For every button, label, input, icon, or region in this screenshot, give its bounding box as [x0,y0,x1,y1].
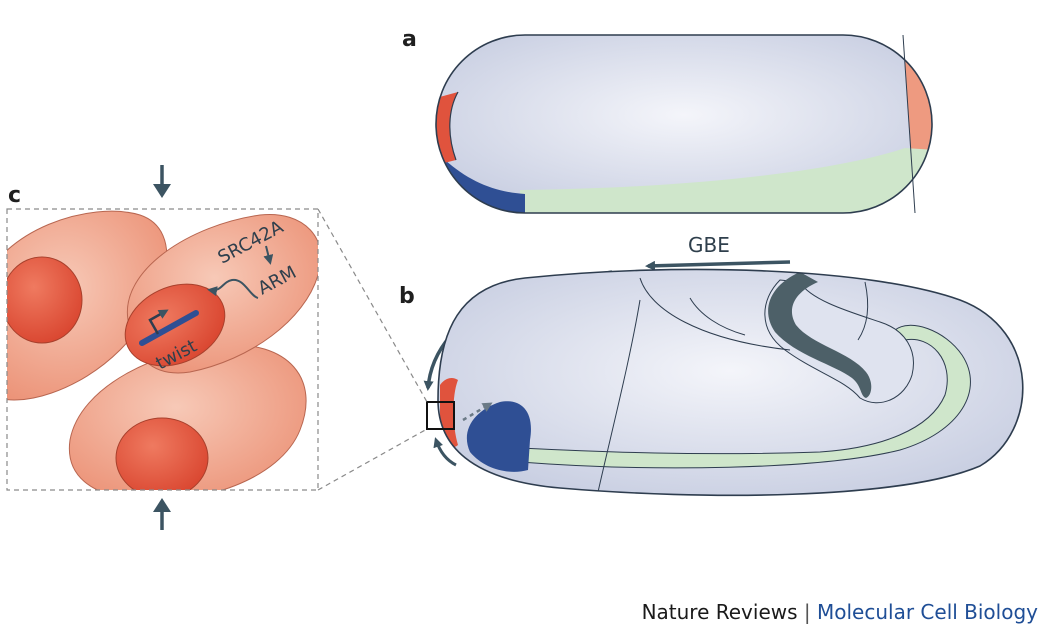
credit-separator: | [803,600,811,624]
left-cell-nucleus [7,256,83,344]
up-arrow-icon [153,498,171,530]
panel-c-frame [6,208,319,491]
ventral-mesoderm-band [520,148,932,213]
gbe-arrow-icon [645,260,791,271]
panel-letter-b: b [399,284,415,309]
ventral-blue-domain [466,401,531,472]
gbe-arrow-icon [433,437,457,467]
magnified-region-box [426,401,455,430]
twist-gene-bar [139,310,199,346]
journal-name: Nature Reviews [641,600,798,624]
cell-cluster: twist SRC42A ARM [7,210,318,490]
gene-promoter-arrow-icon [148,309,169,335]
posterior-midgut-fold [764,279,914,404]
embryo-a [435,34,933,214]
arm-to-twist-arrow [207,278,259,299]
figure-credit: Nature Reviews | Molecular Cell Biology [642,600,1038,624]
amnioproctodeal-invagination [768,272,872,398]
journal-subject: Molecular Cell Biology [817,600,1038,624]
src-to-arm-arrow [263,245,274,265]
anterior-red-domain [436,92,458,165]
gbe-label: GBE [688,233,730,257]
panel-letter-c: c [8,183,21,208]
dashed-arrow-icon [462,402,493,422]
bottom-cell [68,344,307,490]
panel-letter-a: a [402,27,417,52]
central-cell: twist SRC42A ARM [124,213,318,374]
bottom-cell-nucleus [115,417,209,490]
zoom-line-bottom [317,428,428,491]
left-cell [7,210,168,401]
embryo-b [437,268,1024,497]
down-arrow-icon [153,165,171,198]
zoom-line-top [317,208,428,403]
